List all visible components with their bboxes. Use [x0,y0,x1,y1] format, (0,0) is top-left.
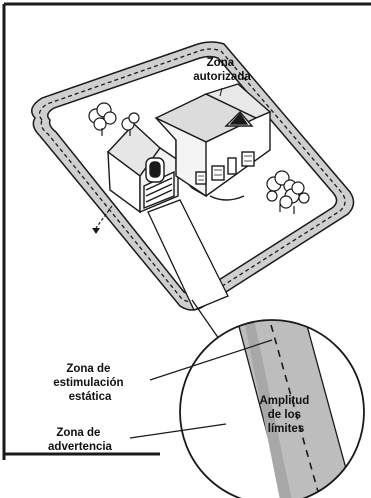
warning-zone-label: Zona de advertencia [48,427,113,453]
transmitter-wire [95,205,113,229]
warning-zone-pointer [129,423,227,439]
driveway [147,199,229,311]
garage [106,123,179,214]
house [154,83,272,201]
magnifier-ring [179,319,365,498]
static-zone-label: Zona de estimulación estática [53,363,127,403]
boundary-wire [38,48,346,303]
tree-icon [88,102,140,136]
magnified-band-edge [240,320,296,498]
tree-icon [266,170,310,214]
boundary-width-label: Amplitud de los límites [259,395,312,435]
static-zone-pointer [149,339,273,381]
authorized-zone-pointer [219,87,223,97]
frame-border [2,2,371,460]
transmitter-icon [92,228,100,234]
authorized-zone-label: Zona autorizada [193,57,251,83]
